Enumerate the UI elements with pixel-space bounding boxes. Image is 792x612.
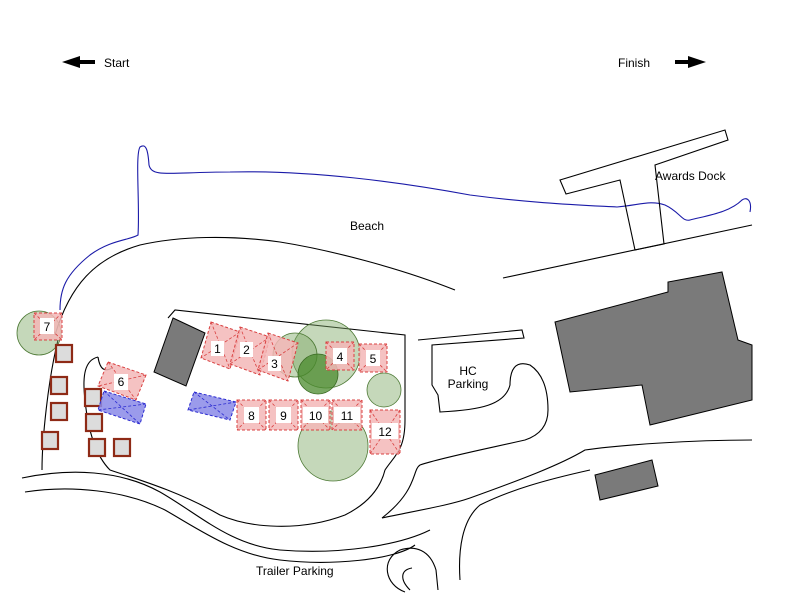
booth bbox=[54, 343, 74, 364]
beach-label: Beach bbox=[350, 219, 384, 233]
shoreline bbox=[59, 145, 752, 311]
shed-building bbox=[153, 317, 206, 387]
hc-parking-label-1: HC bbox=[459, 364, 477, 378]
arrow-left-icon bbox=[62, 56, 95, 68]
blue-area bbox=[97, 390, 147, 425]
lower-road-c bbox=[381, 439, 753, 519]
awards-dock-label: Awards Dock bbox=[655, 169, 726, 183]
station-label: 7 bbox=[44, 320, 51, 334]
beach-path-right bbox=[502, 224, 753, 279]
station-label: 3 bbox=[271, 357, 278, 371]
station-9: 9 bbox=[268, 399, 299, 431]
station-4: 4 bbox=[325, 341, 355, 371]
turnaround-inner bbox=[402, 567, 413, 591]
beach-path-top bbox=[54, 236, 456, 336]
station-label: 9 bbox=[280, 409, 287, 423]
blue-area bbox=[187, 391, 237, 421]
station-label: 10 bbox=[309, 409, 323, 423]
arrow-right-icon bbox=[675, 56, 706, 68]
lower-road-b bbox=[24, 488, 416, 563]
hc-lot-outline bbox=[381, 329, 549, 519]
station-label: 6 bbox=[118, 375, 125, 389]
station-label: 8 bbox=[248, 409, 255, 423]
station-6: 6 bbox=[97, 361, 147, 401]
start-label: Start bbox=[104, 56, 130, 70]
left-lane bbox=[41, 339, 59, 471]
station-label: 2 bbox=[243, 343, 250, 357]
booth bbox=[112, 437, 132, 458]
station-8: 8 bbox=[236, 399, 267, 431]
station-12: 12 bbox=[369, 409, 401, 455]
station-label: 11 bbox=[341, 409, 354, 423]
booth bbox=[87, 437, 107, 458]
tree bbox=[366, 372, 402, 408]
booth bbox=[83, 387, 103, 408]
central-lot-outline bbox=[83, 309, 406, 527]
trailer-parking-label: Trailer Parking bbox=[256, 564, 334, 578]
station-label: 1 bbox=[214, 342, 221, 356]
booth bbox=[49, 375, 69, 396]
booth bbox=[49, 401, 69, 422]
station-label: 12 bbox=[378, 425, 392, 439]
station-5: 5 bbox=[358, 343, 388, 373]
station-label: 4 bbox=[337, 350, 344, 364]
station-10: 10 bbox=[300, 399, 331, 431]
hc-parking-label-2: Parking bbox=[448, 377, 489, 391]
station-7: 7 bbox=[33, 312, 63, 341]
lower-road-a bbox=[21, 471, 431, 552]
station-1: 1 bbox=[200, 321, 241, 370]
main-building bbox=[554, 271, 753, 426]
station-3: 3 bbox=[257, 332, 299, 382]
station-11: 11 bbox=[331, 399, 363, 431]
booth bbox=[40, 430, 60, 451]
booth bbox=[84, 412, 104, 433]
small-building bbox=[594, 459, 659, 501]
station-label: 5 bbox=[370, 352, 377, 366]
finish-label: Finish bbox=[618, 56, 650, 70]
awards-dock bbox=[559, 129, 729, 251]
lower-road-d bbox=[459, 469, 591, 581]
turnaround bbox=[386, 547, 439, 593]
